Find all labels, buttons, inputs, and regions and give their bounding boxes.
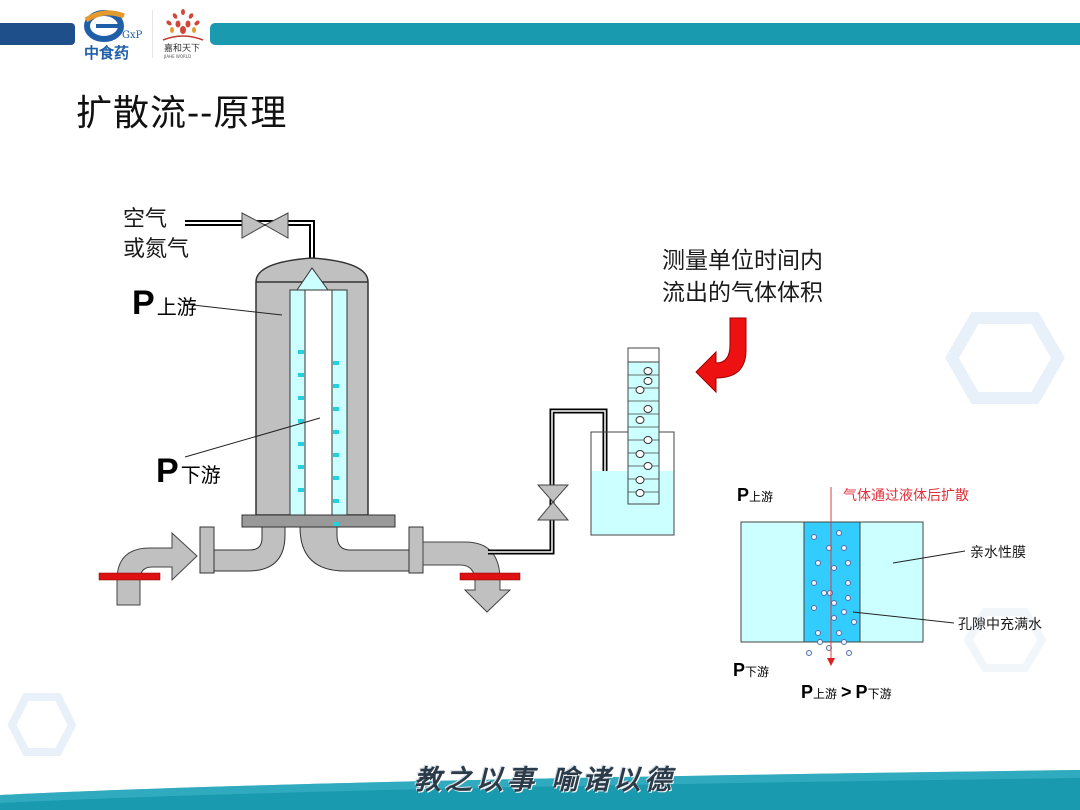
permeation-dot	[333, 522, 339, 526]
permeation-dot	[333, 499, 339, 503]
measure-label-line1: 测量单位时间内	[662, 248, 823, 274]
outlet-arrow-icon	[422, 541, 521, 613]
inlet-arrow-icon	[98, 531, 198, 606]
gas-bubble	[635, 416, 645, 424]
membrane-p-upstream: P上游	[737, 485, 774, 505]
permeation-dot	[333, 453, 339, 457]
leader-line-downstream	[184, 417, 321, 458]
header-bar-right	[210, 23, 1080, 45]
page-title: 扩散流--原理	[76, 93, 288, 134]
permeation-dot	[298, 465, 304, 469]
gas-inlet-label-line2: 或氮气	[123, 237, 190, 262]
permeation-dot	[298, 350, 304, 354]
measure-label-line2: 流出的气体体积	[662, 280, 823, 306]
pressure-inequality: P上游>P下游	[801, 682, 892, 702]
gas-bubble	[811, 580, 817, 586]
leader-line-pore	[852, 611, 955, 624]
gas-bubble	[635, 489, 645, 497]
gas-bubble	[841, 545, 847, 551]
gas-inlet-label: 空气 或氮气	[123, 205, 189, 265]
gxp-tag: GxP	[122, 30, 143, 41]
gas-bubble	[643, 405, 653, 413]
measure-label: 测量单位时间内 流出的气体体积	[662, 245, 823, 309]
burette-icon	[627, 347, 660, 505]
gas-bubble	[841, 609, 847, 615]
gas-bubble	[815, 560, 821, 566]
gas-bubble	[836, 630, 842, 636]
gas-bubble	[643, 462, 653, 470]
brand-left-name: 中食药	[84, 44, 129, 62]
valve-icon[interactable]	[241, 212, 289, 239]
red-clamp-right	[459, 572, 521, 581]
tree-logo-icon: 嘉和天下 JIAHE WORLD	[162, 9, 204, 59]
gas-bubble	[831, 600, 837, 606]
gas-bubble	[831, 565, 837, 571]
gas-bubble	[635, 386, 645, 394]
logo-divider	[152, 10, 153, 58]
gas-bubble	[846, 650, 852, 656]
permeation-dot	[333, 361, 339, 365]
hexagon-decor-icon	[7, 693, 77, 756]
red-clamp-left	[98, 572, 161, 581]
gas-bubble	[811, 534, 817, 540]
membrane-p-downstream: P下游	[733, 660, 770, 680]
permeation-dot	[298, 396, 304, 400]
gas-inlet-label-line1: 空气	[123, 207, 168, 232]
gas-inlet-pipe	[185, 220, 315, 258]
hexagon-decor-icon	[945, 312, 1065, 404]
gas-bubble	[635, 476, 645, 484]
gas-bubble	[841, 639, 847, 645]
membrane-detail-diagram	[740, 487, 966, 666]
gas-bubble	[845, 560, 851, 566]
hexagon-decor-icon	[963, 608, 1047, 672]
header-bar-left	[0, 23, 75, 45]
red-curved-arrow-icon	[695, 317, 747, 394]
brand-right-subtitle: JIAHE WORLD	[163, 54, 191, 59]
gas-bubble	[821, 590, 827, 596]
permeation-dot	[298, 373, 304, 377]
gas-bubble	[836, 530, 842, 536]
membrane-label: 亲水性膜	[970, 545, 1026, 561]
gas-bubble	[817, 639, 823, 645]
gas-bubble	[815, 630, 821, 636]
membrane-cartridge-icon	[289, 267, 348, 526]
gas-bubble	[845, 580, 851, 586]
gxp-logo-icon: GxP 中食药	[84, 10, 143, 62]
permeation-dot	[333, 407, 339, 411]
gas-diffusion-label: 气体通过液体后扩散	[843, 488, 969, 504]
permeation-dot	[333, 384, 339, 388]
pore-label: 孔隙中充满水	[958, 617, 1042, 633]
footer-motto: 教之以事 喻诸以德	[414, 765, 676, 796]
gas-bubble	[827, 590, 833, 596]
gas-bubble	[811, 605, 817, 611]
gas-bubble	[806, 650, 812, 656]
gas-bubble	[643, 436, 653, 444]
permeation-dot	[298, 442, 304, 446]
gas-bubble	[643, 367, 653, 375]
brand-right-name: 嘉和天下	[164, 42, 200, 54]
permeation-dot	[333, 476, 339, 480]
arrow-head-icon	[827, 658, 835, 666]
permeation-dot	[333, 430, 339, 434]
gas-bubble	[643, 377, 653, 385]
gas-bubble	[831, 615, 837, 621]
housing-outlet-pipes	[199, 526, 424, 574]
leader-line-upstream	[183, 303, 283, 316]
leader-line-membrane	[892, 550, 966, 564]
gas-bubble	[845, 595, 851, 601]
permeation-dot	[298, 419, 304, 423]
valve-icon[interactable]	[536, 484, 570, 521]
gas-bubble	[635, 450, 645, 458]
permeation-dot	[298, 488, 304, 492]
gas-bubble	[851, 619, 857, 625]
